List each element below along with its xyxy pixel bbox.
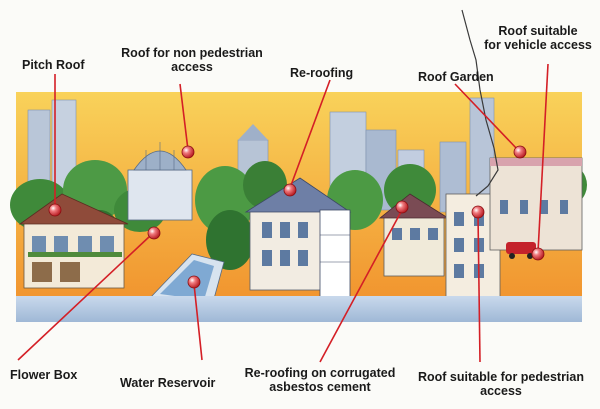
marker-pedestrian — [471, 205, 485, 219]
leader-reroofing — [289, 79, 331, 189]
marker-corrugated — [395, 200, 409, 214]
leader-lines — [17, 63, 549, 363]
leader-flower-box — [17, 235, 151, 361]
leader-corrugated — [319, 209, 403, 363]
leader-non-pedestrian — [179, 83, 189, 151]
label-corrugated-line1: Re-roofing on corrugated — [244, 366, 396, 380]
leader-water-reservoir — [193, 283, 203, 361]
label-non-pedestrian-line1: Roof for non pedestrian — [121, 46, 263, 60]
label-reroofing: Re-roofing — [290, 66, 354, 80]
dome-building — [127, 142, 193, 221]
leader-roof-garden — [454, 83, 519, 151]
marker-reroofing — [283, 183, 297, 197]
leader-pedestrian — [477, 213, 481, 363]
leader-vehicle-access — [537, 63, 549, 253]
marker-roof-garden — [513, 145, 527, 159]
label-vehicle-access: Roof suitable for vehicle access — [482, 24, 594, 52]
label-pedestrian-line2: access — [480, 384, 522, 398]
marker-water-reservoir — [187, 275, 201, 289]
label-corrugated: Re-roofing on corrugated asbestos cement — [240, 366, 400, 394]
label-non-pedestrian: Roof for non pedestrian access — [118, 46, 266, 74]
label-roof-garden: Roof Garden — [418, 70, 494, 84]
marker-pitch-roof — [48, 203, 62, 217]
label-pedestrian: Roof suitable for pedestrian access — [406, 370, 596, 398]
parking-building — [489, 157, 583, 259]
marker-flower-box — [147, 226, 161, 240]
central-chalet — [244, 177, 352, 301]
label-non-pedestrian-line2: access — [171, 60, 213, 74]
label-water-reservoir: Water Reservoir — [120, 376, 216, 390]
marker-non-pedestrian — [181, 145, 195, 159]
label-flower-box: Flower Box — [10, 368, 78, 382]
label-pedestrian-line1: Roof suitable for pedestrian — [418, 370, 584, 384]
label-vehicle-access-line1: Roof suitable — [498, 24, 578, 38]
marker-dots — [48, 145, 545, 289]
label-corrugated-line2: asbestos cement — [269, 380, 371, 394]
marker-vehicle-access — [531, 247, 545, 261]
street-ground — [16, 296, 582, 322]
label-vehicle-access-line2: for vehicle access — [484, 38, 592, 52]
crack-line — [461, 9, 499, 197]
label-pitch-roof: Pitch Roof — [22, 58, 85, 72]
